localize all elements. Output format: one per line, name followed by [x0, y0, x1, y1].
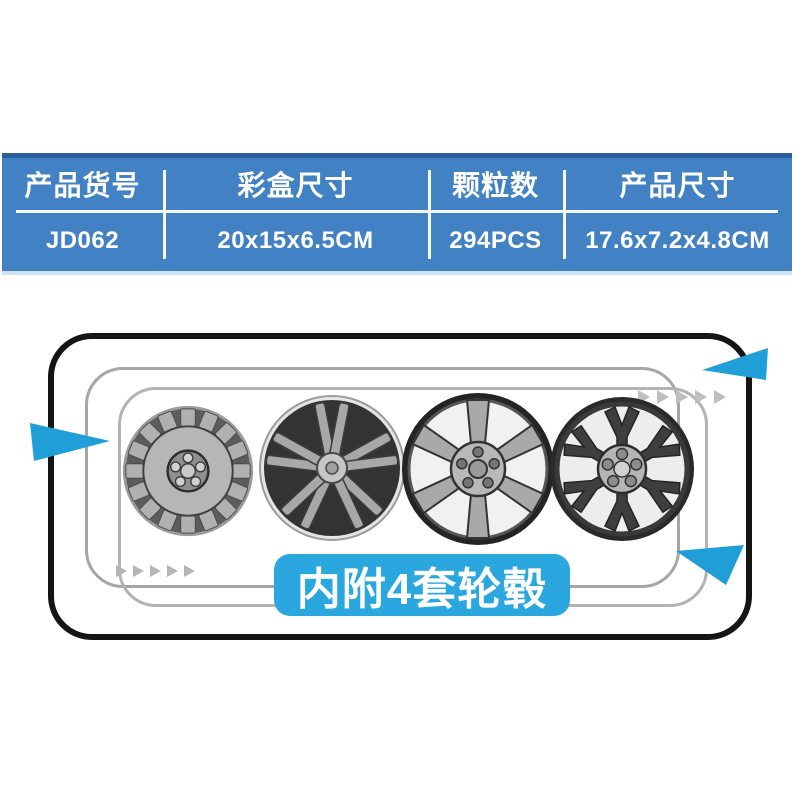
arrow-right-icon — [30, 423, 110, 461]
spec-column-piece-count: 颗粒数 294PCS — [428, 158, 563, 271]
spec-value-piece-count: 294PCS — [449, 226, 542, 254]
six-spoke-wheel-icon — [402, 393, 554, 545]
spec-header-product-size: 产品尺寸 — [619, 170, 736, 201]
y-mesh-spoke-wheel-icon — [550, 397, 694, 541]
spec-column-item-no: 产品货号 JD062 — [2, 158, 163, 271]
spec-header-piece-count: 颗粒数 — [451, 170, 539, 201]
spec-value-box-size: 20x15x6.5CM — [217, 226, 374, 254]
spec-header-item-no: 产品货号 — [24, 170, 141, 201]
arrow-left-icon — [702, 348, 768, 380]
table-divider-vertical — [428, 170, 431, 259]
spec-column-box-size: 彩盒尺寸 20x15x6.5CM — [163, 158, 428, 271]
spec-header-box-size: 彩盒尺寸 — [237, 170, 354, 201]
spec-value-item-no: JD062 — [45, 226, 120, 254]
chevron-icon — [133, 565, 144, 577]
table-divider-horizontal — [16, 210, 778, 213]
chevron-icon — [657, 390, 669, 404]
chevron-icon — [116, 565, 127, 577]
chevron-row-bottom-left — [116, 565, 201, 577]
chevron-icon — [695, 390, 707, 404]
five-split-spoke-wheel-icon — [259, 395, 405, 541]
arrow-down-icon — [676, 545, 744, 585]
spec-column-product-size: 产品尺寸 17.6x7.2x4.8CM — [563, 158, 792, 271]
table-divider-vertical — [163, 170, 166, 259]
chevron-icon — [184, 565, 195, 577]
included-wheels-badge: 内附4套轮毂 — [274, 554, 570, 616]
chevron-row-top-right — [638, 390, 733, 404]
chevron-icon — [676, 390, 688, 404]
turbofan-cover-wheel-icon — [122, 405, 254, 537]
chevron-icon — [150, 565, 161, 577]
table-divider-vertical — [563, 170, 566, 259]
chevron-icon — [714, 390, 726, 404]
spec-value-product-size: 17.6x7.2x4.8CM — [585, 226, 770, 254]
spec-table: 产品货号 JD062 彩盒尺寸 20x15x6.5CM 颗粒数 294PCS 产… — [2, 153, 792, 275]
chevron-icon — [167, 565, 178, 577]
